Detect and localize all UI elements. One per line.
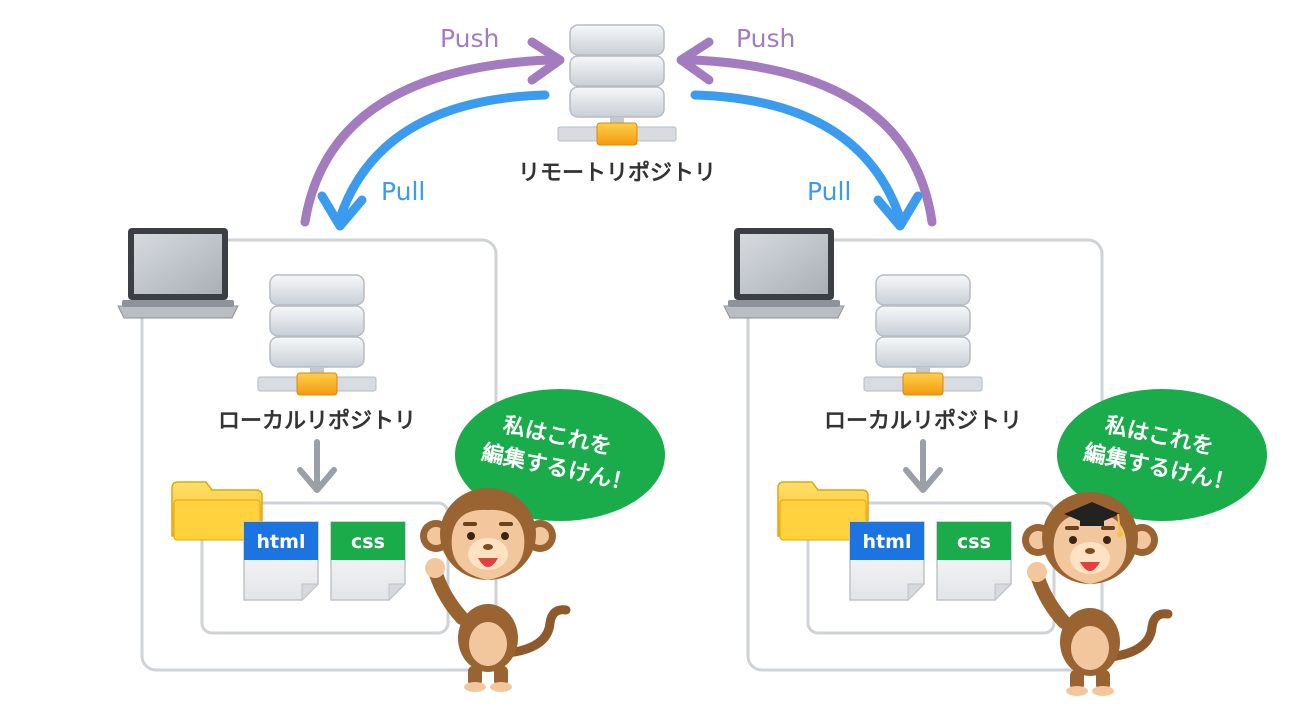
push-arrow-right (688, 55, 937, 227)
right-local-repo-label: ローカルリポジトリ (824, 408, 1022, 434)
push-label-left: Push (440, 24, 499, 53)
remote-server-icon (557, 24, 677, 146)
push-arrow-right-head (676, 37, 714, 85)
pull-arrow-right (690, 90, 905, 223)
left-css-label: css (351, 531, 385, 553)
right-css-label: css (957, 531, 991, 553)
graduation-cap-icon (1064, 502, 1123, 537)
push-label-right: Push (736, 24, 795, 53)
pull-label-right: Pull (807, 177, 851, 206)
right-speech-bubble: 私はこれを 編集するけん！ (1057, 389, 1267, 528)
right-html-label: html (863, 531, 912, 553)
pull-arrow-left (335, 90, 550, 223)
right-laptop-icon (723, 227, 845, 319)
left-laptop-icon (117, 227, 239, 319)
pull-arrow-right-head (873, 191, 923, 231)
pull-label-left: Pull (381, 177, 425, 206)
push-arrow-left (300, 55, 553, 227)
remote-repo-label: リモートリポジトリ (518, 160, 716, 186)
right-local-server-icon (863, 274, 983, 396)
left-html-label: html (257, 531, 306, 553)
left-local-server-icon (257, 274, 377, 396)
left-speech-bubble: 私はこれを 編集するけん！ (455, 389, 665, 528)
left-local-repo-label: ローカルリポジトリ (218, 408, 416, 434)
pull-arrow-left-head (317, 191, 367, 231)
push-arrow-left-head (527, 37, 565, 85)
